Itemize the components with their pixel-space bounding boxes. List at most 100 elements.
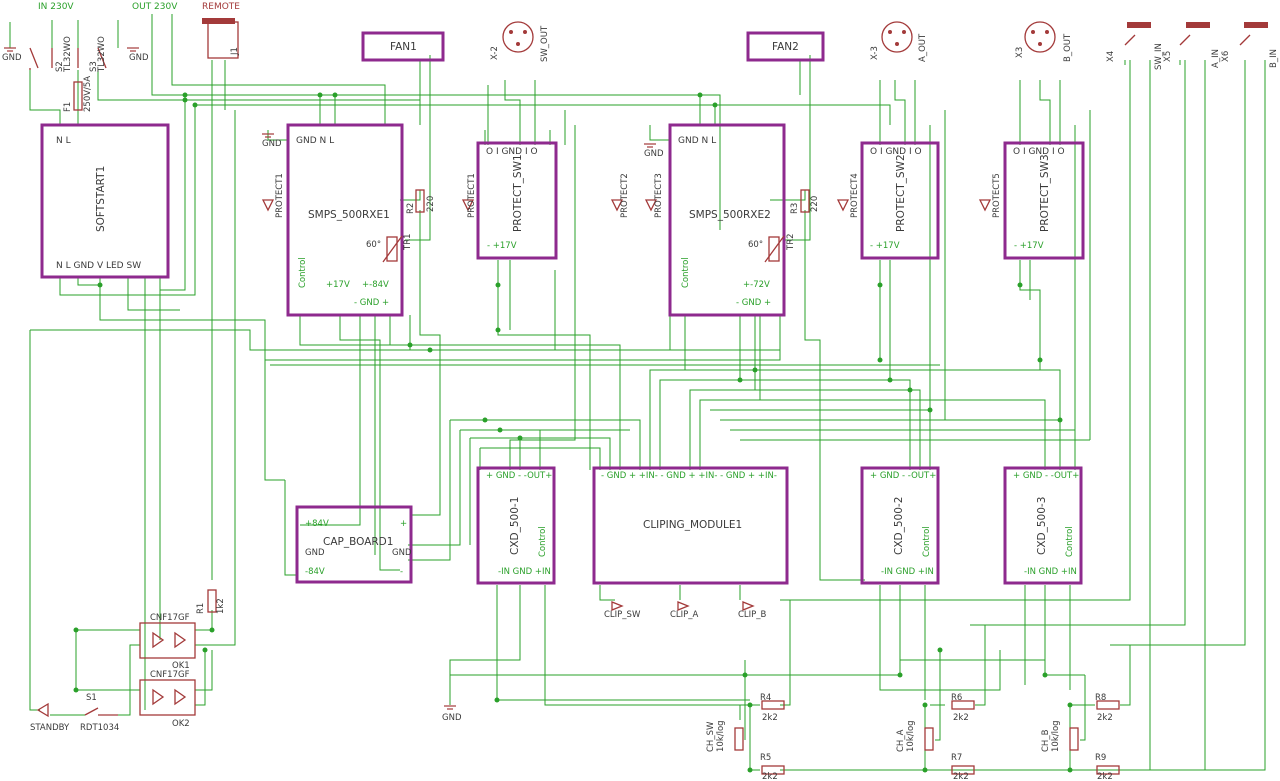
resistor-r4-symbol <box>761 700 785 710</box>
r8-value: 2k2 <box>1097 713 1113 723</box>
resistor-r1-symbol <box>207 589 217 613</box>
cxd1-top-pins: + GND - -OUT+ <box>486 471 552 481</box>
gnd-label-5: GND <box>442 713 462 723</box>
jack-x6-bar <box>1244 22 1268 28</box>
r5-label: R5 <box>760 753 771 763</box>
optocoupler-ok1-symbol <box>139 622 196 659</box>
protect4-led-symbol <box>836 199 850 212</box>
smps1-top-pins: GND N L <box>296 136 334 146</box>
remote-label: REMOTE <box>202 2 240 12</box>
b-out-label: B_OUT <box>1063 33 1073 62</box>
protect-sw2-box <box>860 141 940 260</box>
r2-label: R2 <box>406 203 416 214</box>
protect-sw1-name: PROTECT_SW1 <box>512 154 524 232</box>
resistor-r3-symbol <box>800 189 810 213</box>
j1-label: J1 <box>230 47 240 56</box>
ok1-label: OK1 <box>172 661 190 671</box>
part-symbols <box>29 21 1251 775</box>
jack-x4-symbol <box>1124 34 1136 46</box>
protect-led-2-symbol <box>461 199 475 212</box>
standby-label: STANDBY <box>30 723 70 733</box>
a-in-label: A_IN <box>1211 49 1221 68</box>
out-230v-label: OUT 230V <box>132 2 178 12</box>
r4-label: R4 <box>760 693 771 703</box>
tr2-temp: 60° <box>748 240 763 250</box>
ok2-label: OK2 <box>172 719 190 729</box>
r7-label: R7 <box>951 753 962 763</box>
clipping-top-pins: - GND + +IN- - GND + +IN- - GND + +IN- <box>601 471 777 481</box>
switch-s2-symbol <box>29 47 39 69</box>
tr2-label: TR2 <box>786 233 796 251</box>
ok1-type: CNF17GF <box>150 613 190 623</box>
s1-label: S1 <box>86 693 97 703</box>
clipping-name: CLIPING_MODULE1 <box>643 519 742 531</box>
protect-sw2-bottom-pins: - +17V <box>870 241 900 251</box>
standby-led-symbol <box>36 702 49 718</box>
ch-a-value: 10k/log <box>906 720 916 752</box>
resistor-r7-symbol <box>951 765 975 775</box>
s2-type-label: TL32WO <box>63 36 73 73</box>
ch-a-label: CH_A <box>896 729 906 752</box>
cxd3-box <box>1003 466 1083 585</box>
jack-x6-symbol <box>1239 34 1251 46</box>
smps2-name: SMPS_500RXE2 <box>689 209 771 221</box>
resistor-r6-symbol <box>951 700 975 710</box>
cap-board-name: CAP_BOARD1 <box>323 536 393 548</box>
ch-sw-value: 10k/log <box>716 720 726 752</box>
resistor-r5-symbol <box>761 765 785 775</box>
ch-b-value: 10k/log <box>1051 720 1061 752</box>
protect-sw2-top-pins: O I GND I O <box>870 147 922 157</box>
s3-label: S3 <box>89 61 99 72</box>
resistor-r9-symbol <box>1096 765 1120 775</box>
sw-in-label: SW_IN <box>1154 43 1164 70</box>
sw-out-label: SW_OUT <box>540 25 550 62</box>
cxd1-bottom-pins: -IN GND +IN <box>498 567 551 577</box>
ch-sw-label: CH_SW <box>706 721 716 752</box>
protect3-label: PROTECT3 <box>654 173 664 218</box>
ground-symbols <box>4 47 656 710</box>
tr1-label: TR1 <box>403 233 413 251</box>
smps1-out-neg: +-84V <box>362 280 389 290</box>
tr1-temp: 60° <box>366 240 381 250</box>
pot-ch-b-symbol <box>1069 727 1079 751</box>
r5-value: 2k2 <box>762 772 778 781</box>
softstart-top-pins: N L <box>56 136 71 146</box>
protect1-label: PROTECT1 <box>275 173 285 218</box>
cxd2-bottom-pins: -IN GND +IN <box>881 567 934 577</box>
softstart-box <box>40 123 170 279</box>
softstart-name: SOFTSTART1 <box>95 166 107 232</box>
s1-type: RDT1034 <box>80 723 119 733</box>
xlr-b-out-symbol <box>1024 21 1056 53</box>
gnd-label-3: GND <box>262 139 282 149</box>
r9-label: R9 <box>1095 753 1106 763</box>
clip-b-led-symbol <box>742 601 755 611</box>
protect-sw1-bottom-pins: - +17V <box>487 241 517 251</box>
protect-sw2-name: PROTECT_SW2 <box>895 154 907 232</box>
cxd1-box <box>476 466 556 585</box>
clip-sw-label: CLIP_SW <box>604 610 641 620</box>
part-fills <box>202 18 1268 46</box>
thermistor-tr1-symbol <box>386 236 398 262</box>
f1-label: F1 <box>63 102 73 112</box>
cxd3-name: CXD_500-3 <box>1036 497 1048 555</box>
smps1-box <box>286 123 404 317</box>
r7-value: 2k2 <box>953 772 969 781</box>
fuse-rating-label: 250V/5A <box>83 76 93 112</box>
cxd2-top-pins: + GND - -OUT+ <box>870 471 936 481</box>
smps1-gnd-pins: - GND + <box>354 298 389 308</box>
protect5-label: PROTECT5 <box>992 173 1002 218</box>
x4-label: X4 <box>1106 51 1116 62</box>
pot-ch-a-symbol <box>924 727 934 751</box>
pushbutton-s1-symbol <box>84 707 99 716</box>
r9-value: 2k2 <box>1097 772 1113 781</box>
cap-board-minus: - <box>400 567 403 577</box>
protect2-label: PROTECT2 <box>620 173 630 218</box>
r6-value: 2k2 <box>953 713 969 723</box>
cxd1-control: Control <box>538 526 548 557</box>
smps2-gnd-pins: - GND + <box>736 298 771 308</box>
protect2-led-symbol <box>610 199 624 212</box>
thermistor-tr2-symbol <box>768 236 780 262</box>
